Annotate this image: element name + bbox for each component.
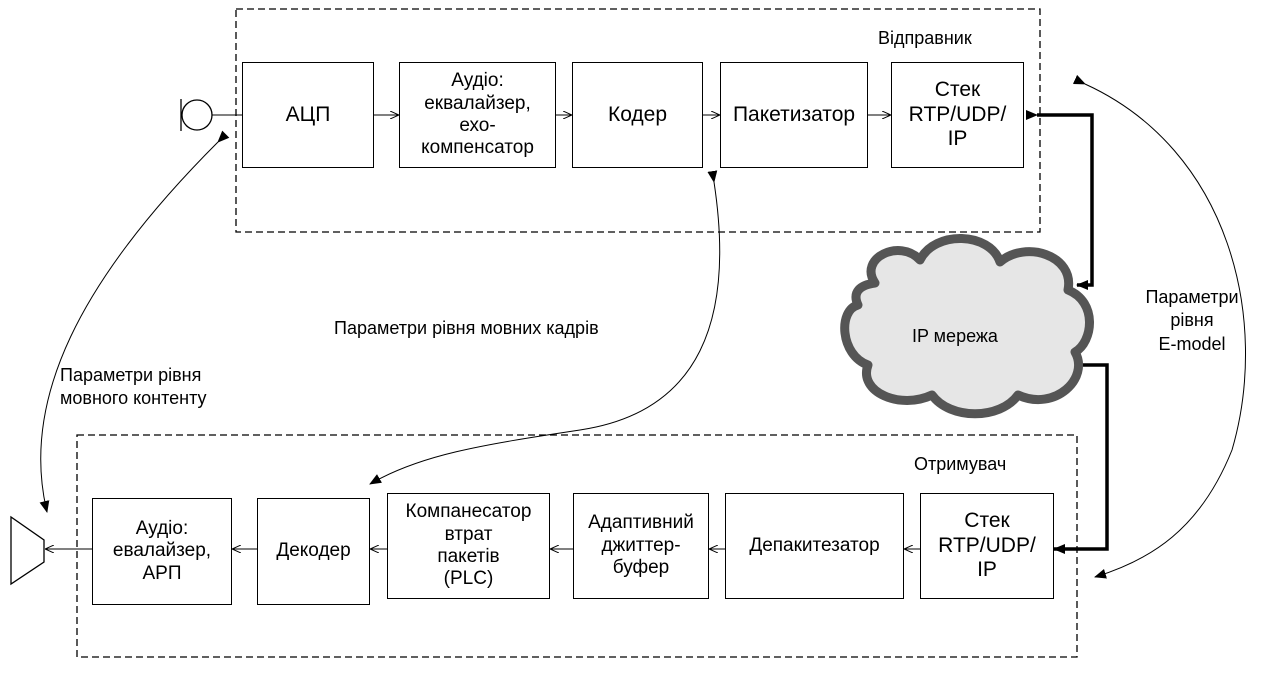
packetizer-block: Пакетизатор bbox=[720, 62, 868, 168]
microphone-icon bbox=[180, 99, 242, 131]
content-params-label: Параметри рівня мовного контенту bbox=[60, 365, 207, 409]
coder-block: Кодер bbox=[572, 62, 703, 168]
frame-params-label: Параметри рівня мовних кадрів bbox=[334, 318, 599, 338]
audio-agc-block: Аудіо: евалайзер, АРП bbox=[92, 498, 232, 605]
sender-label: Відправник bbox=[878, 28, 972, 48]
depacketizer-block: Депакитезатор bbox=[725, 493, 904, 599]
plc-block: Компанесатор втрат пакетів (PLC) bbox=[387, 493, 550, 599]
ip-network-label: IP мережа bbox=[912, 326, 998, 346]
arrow-frame-params bbox=[369, 170, 721, 485]
sender-stack-block: Стек RTP/UDP/ IP bbox=[891, 62, 1024, 168]
decoder-block: Декодер bbox=[257, 498, 370, 605]
speaker-icon bbox=[10, 515, 45, 586]
arrow-emodel-params bbox=[1072, 74, 1247, 579]
emodel-params-label: Параметри рівня E-model bbox=[1145, 287, 1239, 354]
jitter-buffer-block: Адаптивний джиттер- буфер bbox=[573, 493, 709, 599]
receiver-label: Отримувач bbox=[914, 454, 1007, 474]
arrow-content-params bbox=[39, 130, 230, 513]
adc-block: АЦП bbox=[242, 62, 374, 168]
receiver-stack-block: Стек RTP/UDP/ IP bbox=[920, 493, 1054, 599]
audio-equalizer-block: Аудіо: еквалайзер, ехо- компенсатор bbox=[399, 62, 556, 168]
